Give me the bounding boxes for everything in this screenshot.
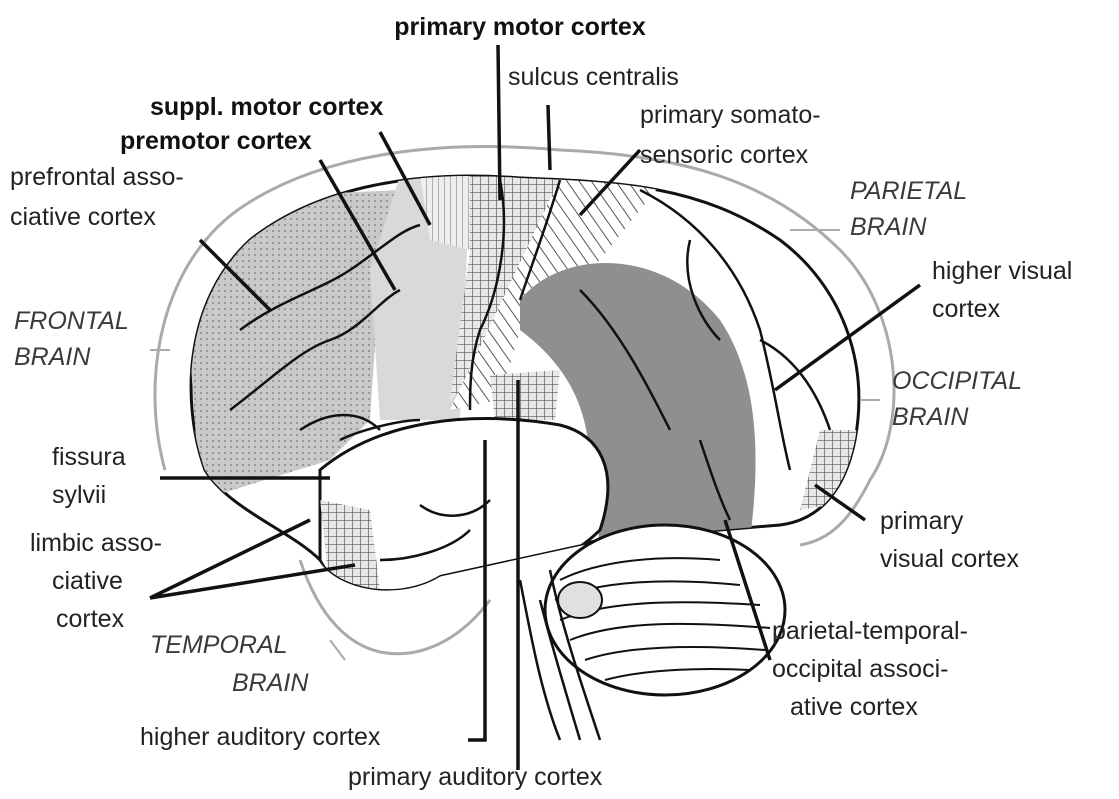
label-prefrontal-1: prefrontal asso- — [10, 162, 184, 192]
label-parietal-1: PARIETAL — [850, 176, 967, 206]
label-premotor-cortex: premotor cortex — [120, 126, 312, 156]
label-occipital-1: OCCIPITAL — [892, 366, 1022, 396]
label-primary-auditory-cortex: primary auditory cortex — [348, 762, 602, 792]
label-pto-3: ative cortex — [790, 692, 918, 722]
label-temporal-1: TEMPORAL — [150, 630, 288, 660]
label-fissura-1: fissura — [52, 442, 126, 472]
label-prefrontal-2: ciative cortex — [10, 202, 156, 232]
label-primary-visual-1: primary — [880, 506, 963, 536]
label-primary-visual-2: visual cortex — [880, 544, 1019, 574]
label-suppl-motor-cortex: suppl. motor cortex — [150, 92, 383, 122]
label-temporal-2: BRAIN — [232, 668, 308, 698]
auditory-spot — [490, 370, 560, 420]
label-higher-visual-1: higher visual — [932, 256, 1072, 286]
label-limbic-1: limbic asso- — [30, 528, 162, 558]
cerebellum — [545, 525, 785, 695]
label-somato-2: sensoric cortex — [640, 140, 808, 170]
label-frontal-1: FRONTAL — [14, 306, 129, 336]
label-pto-1: parietal-temporal- — [772, 616, 968, 646]
label-occipital-2: BRAIN — [892, 402, 968, 432]
label-higher-visual-2: cortex — [932, 294, 1000, 324]
label-somato-1: primary somato- — [640, 100, 821, 130]
label-limbic-2: ciative — [52, 566, 123, 596]
label-primary-motor-cortex: primary motor cortex — [330, 12, 710, 42]
label-parietal-2: BRAIN — [850, 212, 926, 242]
label-frontal-2: BRAIN — [14, 342, 90, 372]
label-pto-2: occipital associ- — [772, 654, 948, 684]
label-limbic-3: cortex — [56, 604, 124, 634]
label-sulcus-centralis: sulcus centralis — [508, 62, 679, 92]
label-higher-auditory-cortex: higher auditory cortex — [140, 722, 380, 752]
label-fissura-2: sylvii — [52, 480, 106, 510]
